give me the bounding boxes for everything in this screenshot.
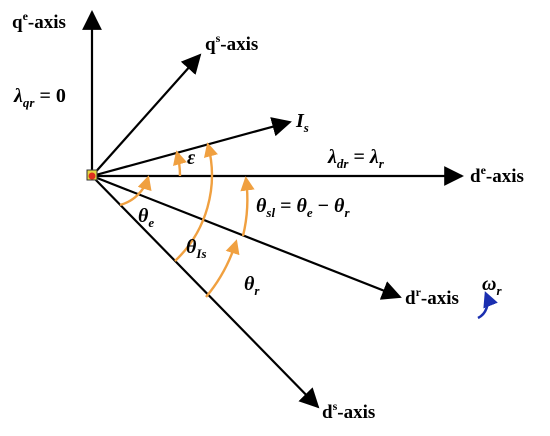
theta-r-label: θr: [244, 273, 260, 298]
qs-axis-line: [91, 53, 202, 177]
ds-axis-line: [91, 175, 320, 409]
qs-axis-label: qs-axis: [205, 31, 258, 55]
theta-sl-label: θsl = θe − θr: [256, 195, 350, 220]
is-vector-label: Is: [295, 110, 309, 135]
omega-r-label: ωr: [482, 273, 502, 298]
theta-sl-arc: [240, 176, 255, 237]
ds-axis-label: ds-axis: [322, 399, 375, 423]
dr-axis-line: [91, 174, 402, 300]
de-axis-label: de-axis: [470, 163, 524, 187]
theta-e-arc: [119, 175, 152, 207]
theta-e-label: θe: [138, 205, 154, 230]
epsilon-arc: [173, 150, 187, 177]
qe-axis-label: qe-axis: [12, 9, 66, 33]
dr-axis-label: dr-axis: [405, 285, 459, 309]
lambda-qr-label: λqr = 0: [13, 85, 66, 110]
theta-is-label: θIs: [186, 236, 207, 261]
rotation-arrow: [477, 291, 498, 320]
theta-r-arc: [205, 239, 240, 298]
origin-dot: [88, 172, 96, 180]
lambda-dr-label: λdr = λr: [327, 146, 385, 171]
epsilon-label: ε: [187, 147, 196, 169]
theta-is-arc: [174, 142, 218, 262]
is-vector-line: [91, 117, 292, 178]
